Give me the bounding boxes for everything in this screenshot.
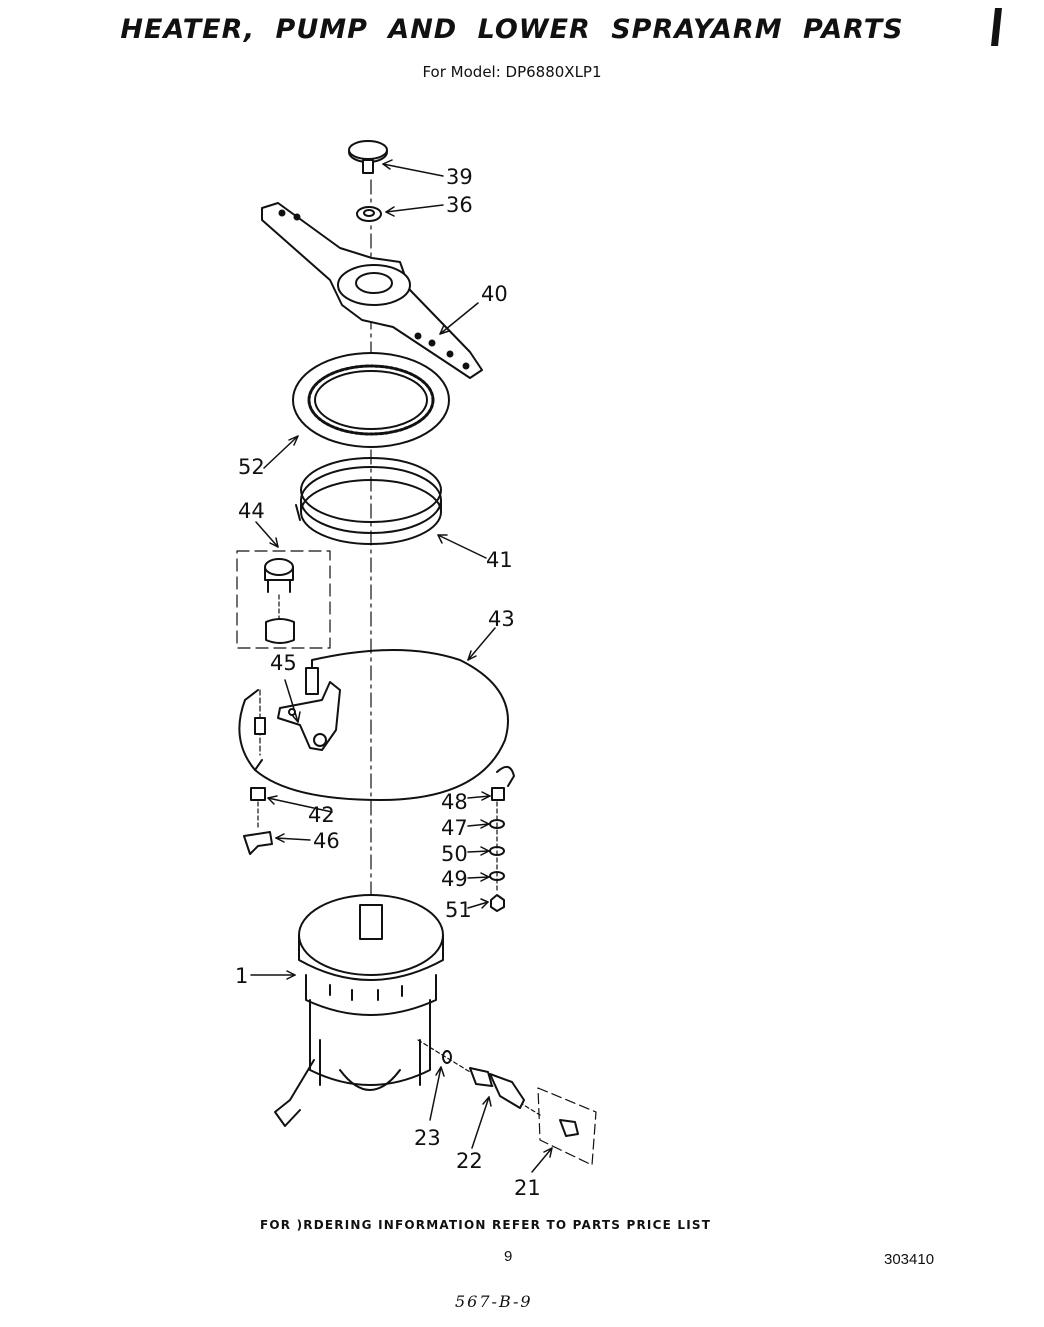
part-21-clip	[537, 1087, 597, 1166]
callout-23: 23	[414, 1126, 441, 1150]
part-46-clip	[243, 831, 273, 855]
callout-48: 48	[441, 790, 468, 814]
callout-52: 52	[238, 455, 265, 479]
part-22-sensor	[469, 1067, 525, 1109]
callout-50: 50	[441, 842, 468, 866]
part-42-nut	[250, 787, 266, 829]
page-title: HEATER, PUMP AND LOWER SPRAYARM PARTS	[120, 14, 904, 45]
callout-49: 49	[441, 867, 468, 891]
part-36-washer	[356, 206, 382, 222]
part-48-screw	[491, 765, 515, 801]
callout-21: 21	[514, 1176, 541, 1200]
part-44-45-kit	[236, 550, 331, 649]
hardware-stack	[489, 801, 505, 912]
callout-51: 51	[445, 898, 472, 922]
callout-22: 22	[456, 1149, 483, 1173]
callout-40: 40	[481, 282, 508, 306]
part-1-pump-motor	[274, 894, 444, 1127]
callout-46: 46	[313, 829, 340, 853]
part-40-sprayarm	[261, 202, 483, 379]
part-39-cap	[348, 140, 388, 174]
callout-36: 36	[446, 193, 473, 217]
callout-44: 44	[238, 499, 265, 523]
drawing-number: 303410	[884, 1251, 935, 1268]
part-43-heater	[238, 649, 509, 801]
model-subtitle: For Model: DP6880XLP1	[422, 63, 602, 81]
part-41-ring	[295, 457, 442, 545]
callout-47: 47	[441, 816, 468, 840]
leader-lines	[250, 159, 553, 1173]
callout-43: 43	[488, 607, 515, 631]
callout-42: 42	[308, 803, 335, 827]
callout-39: 39	[446, 165, 473, 189]
handwritten-code: 567-B-9	[455, 1292, 533, 1311]
callout-1: 1	[235, 964, 249, 988]
page-number: 9	[504, 1248, 513, 1265]
ordering-note: FOR )RDERING INFORMATION REFER TO PARTS …	[260, 1218, 712, 1232]
part-52-filter-ring	[292, 352, 450, 448]
callout-45: 45	[270, 651, 297, 675]
callout-41: 41	[486, 548, 513, 572]
